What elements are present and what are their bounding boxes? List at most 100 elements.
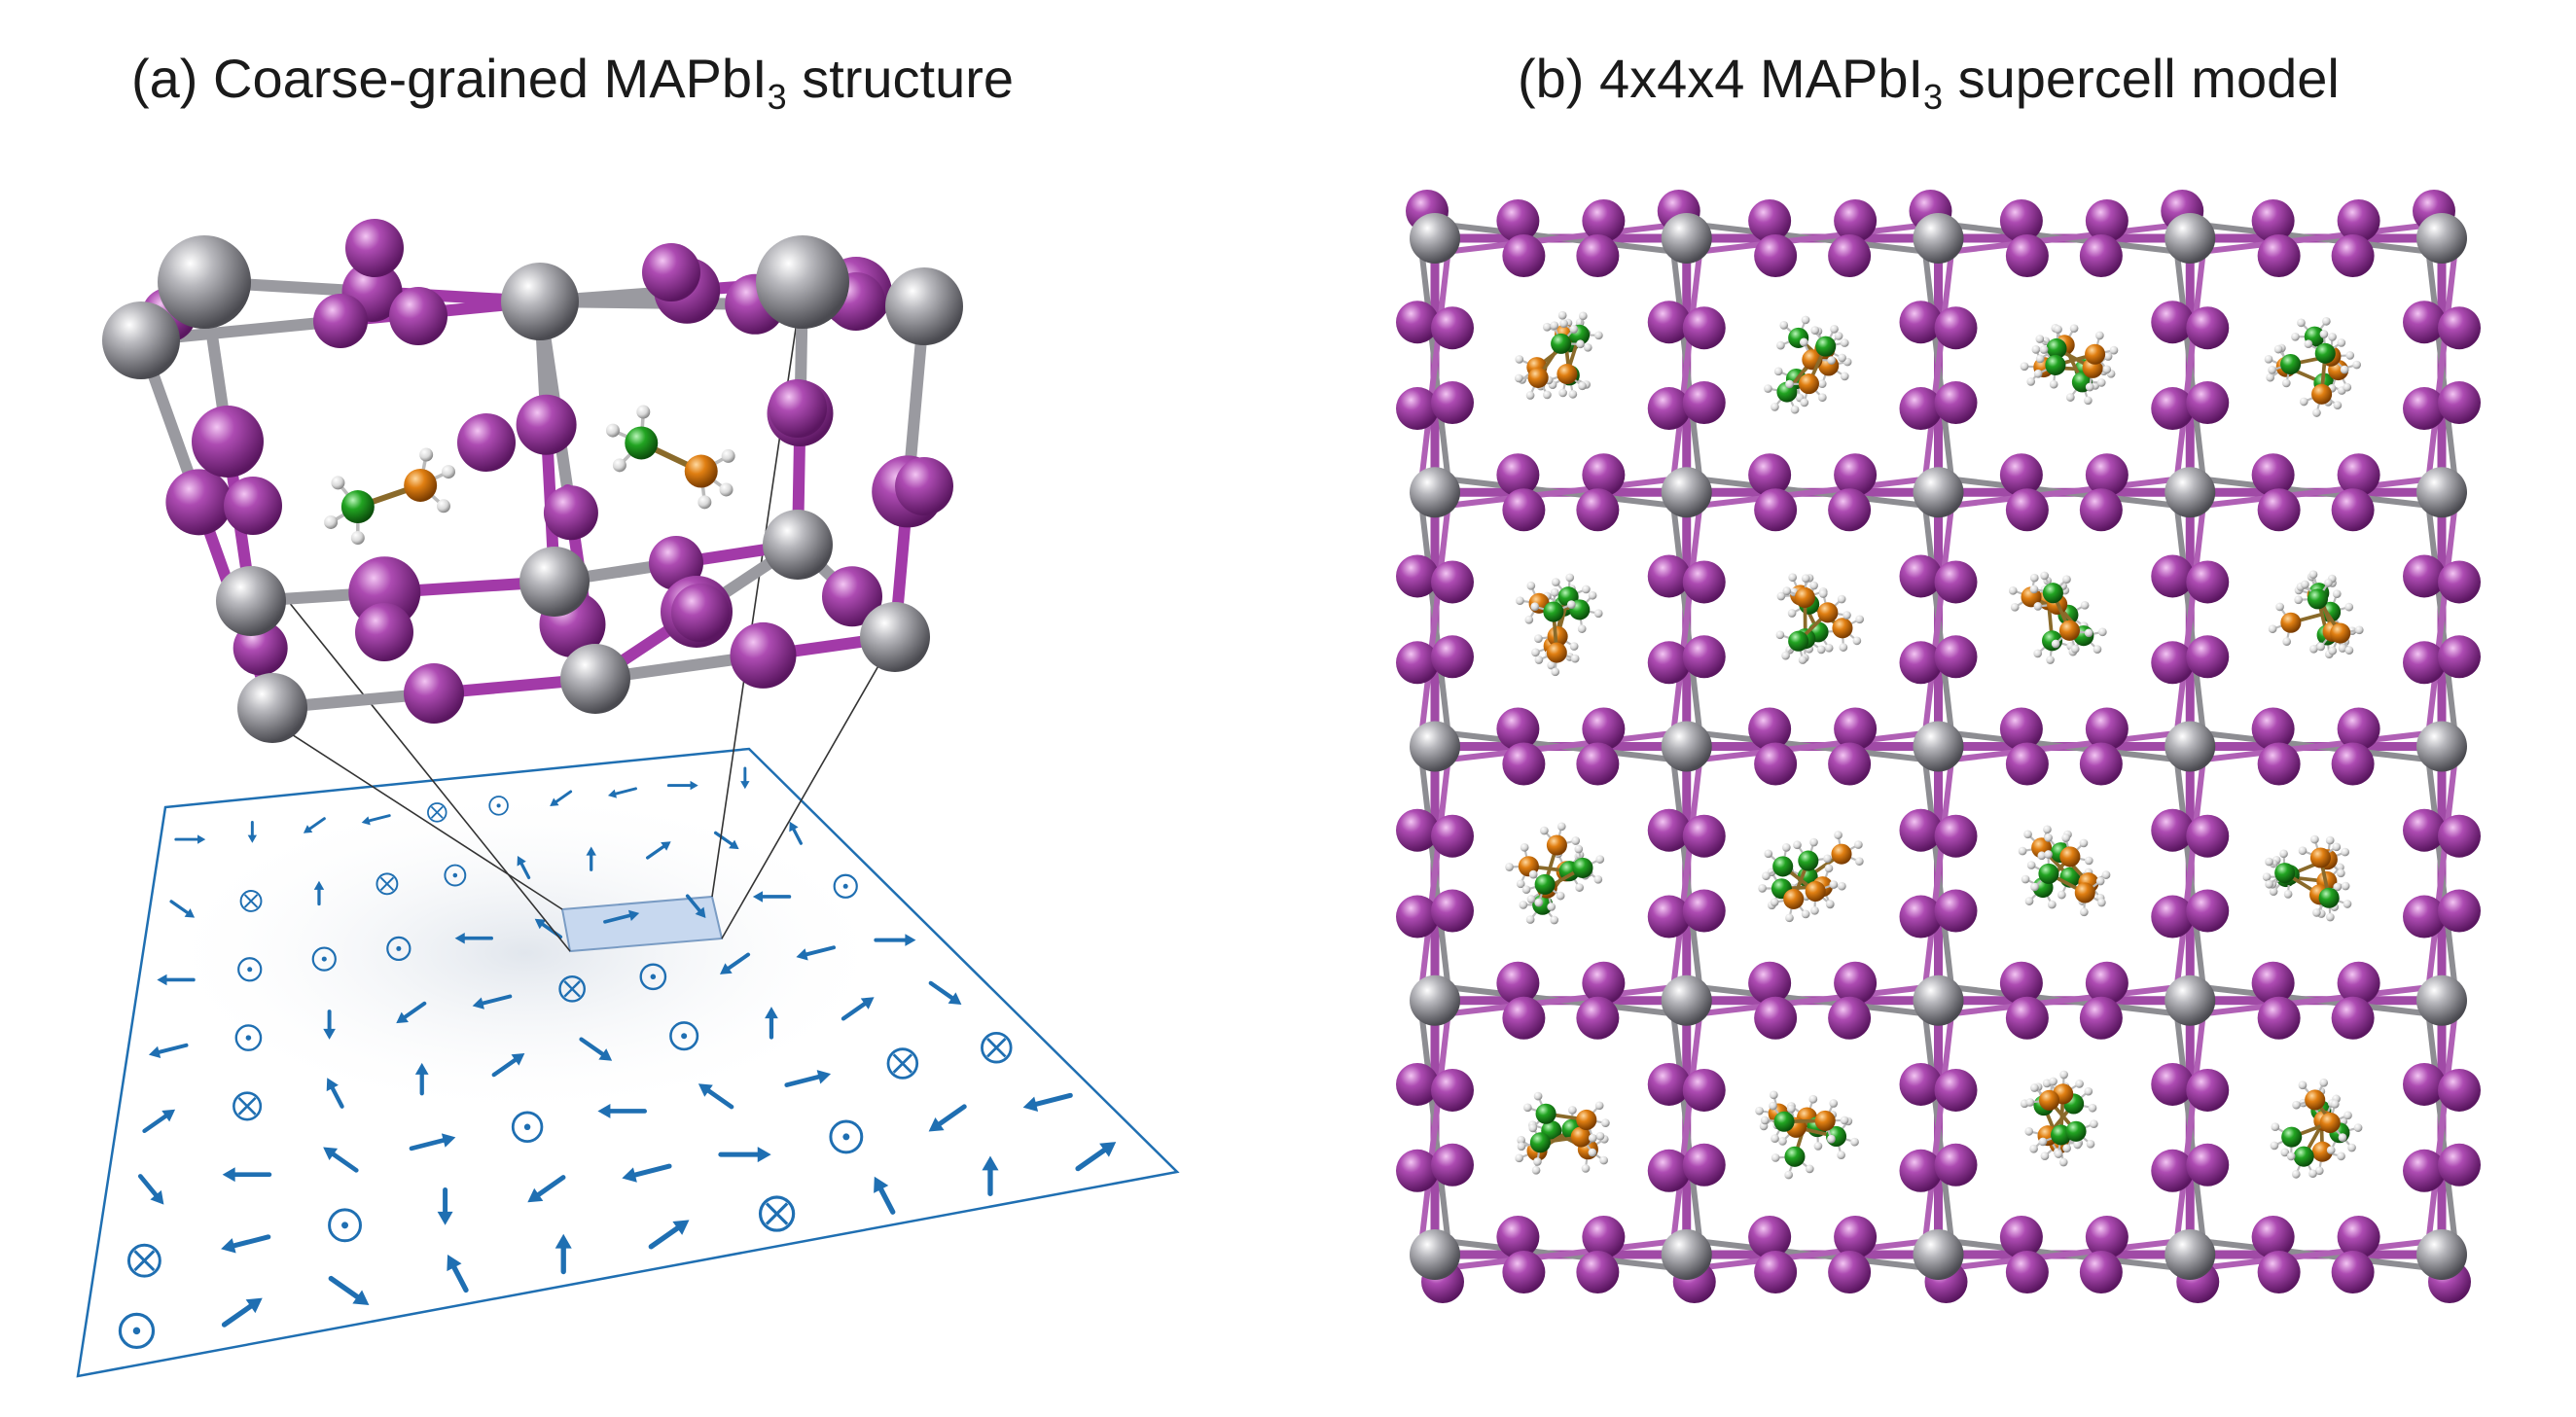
iodine-atom [1576,742,1620,786]
dipole-arrow-head [672,1220,690,1235]
lead-atom [1913,213,1964,264]
hydrogen-atom [2093,645,2102,654]
hydrogen-atom [1505,863,1514,871]
hydrogen-atom [1528,1123,1538,1133]
hydrogen-atom [1593,609,1603,619]
lead-atom [158,235,251,329]
nitrogen-atom [1798,850,1819,871]
hydrogen-atom [2280,1148,2290,1157]
hydrogen-atom [719,482,733,497]
iodine-atom [1682,306,1726,350]
into-page-symbol [243,894,259,908]
lead-atom [860,602,930,672]
hydrogen-atom [1755,1106,1764,1116]
carbon-atom [1805,880,1826,902]
hydrogen-atom [2333,401,2343,409]
hydrogen-atom [2352,360,2362,370]
nitrogen-atom [2280,353,2302,375]
hydrogen-atom [1550,587,1559,597]
hydrogen-atom [1776,591,1786,601]
dipole-arrow-head [1099,1142,1117,1157]
hydrogen-atom [698,495,712,510]
lead-atom [885,267,963,345]
iodine-atom [2337,199,2380,242]
ma-cation-cluster [2268,570,2364,659]
iodine-atom [1431,560,1474,604]
nitrogen-atom [1772,856,1794,877]
nitrogen-atom [625,426,659,460]
hydrogen-atom [1785,913,1794,923]
dipole-arrow-head [148,1045,161,1058]
dipole-arrow [685,894,701,913]
carbon-atom [1570,1126,1592,1148]
bond [1442,729,1680,763]
hydrogen-atom [1764,849,1773,859]
nitrogen-atom [2281,1126,2303,1148]
hydrogen-atom [1568,1106,1577,1115]
carbon-atom [1546,642,1567,663]
iodine-atom [1396,1149,1439,1192]
hydrogen-atom [2275,602,2284,612]
hydrogen-atom [2343,900,2352,908]
iodine-atom [192,406,264,478]
iodine-atom [2337,707,2380,751]
ma-cation-cluster [1505,822,1605,925]
iodine-atom [1999,707,2043,751]
hydrogen-atom [1601,1118,1610,1127]
iodine-atom [2438,1068,2481,1112]
iodine-atom [1502,488,1546,532]
iodine-atom [1934,1143,1978,1187]
nitrogen-atom [2038,863,2059,884]
hydrogen-atom [1834,332,1843,340]
carbon-atom [2305,1089,2326,1111]
nitrogen-atom [2318,887,2340,908]
hydrogen-atom [1838,881,1846,891]
hydrogen-atom [2061,833,2071,842]
iodine-atom [2005,234,2049,277]
hydrogen-atom [2033,369,2043,378]
grid-circle-symbol [758,1195,796,1232]
hydrogen-atom [2298,846,2308,856]
lead-atom [2165,974,2216,1026]
hydrogen-atom [1595,855,1605,864]
hydrogen-atom [1525,391,1535,400]
dipole-arrow-head [352,1290,370,1305]
hydrogen-atom [1855,615,1864,624]
iodine-atom [895,457,953,515]
hydrogen-atom [2079,907,2089,917]
dipole-arrow [784,1074,821,1087]
iodine-atom [1576,996,1620,1040]
dipole-arrow-head [982,1155,999,1171]
dipole-arrow-head [150,1189,164,1205]
hydrogen-atom [1599,1155,1608,1165]
hydrogen-atom [2096,378,2106,387]
iodine-atom [1502,742,1546,786]
hydrogen-atom [1776,340,1785,350]
carbon-atom [1798,373,1819,395]
hydrogen-atom [1524,615,1534,624]
iodine-atom [1834,199,1878,242]
hydrogen-atom [2049,1077,2057,1086]
hydrogen-atom [1840,372,1849,381]
iodine-atom [2151,554,2195,598]
dipole-arrow-head [396,1011,409,1024]
hydrogen-atom [2312,408,2321,417]
bond [1669,245,1703,486]
hydrogen-atom [2325,835,2335,845]
bond [1442,1238,1680,1271]
dipole-arrow-head [550,797,559,806]
iodine-atom [1396,387,1439,431]
iodine-atom [2251,707,2295,751]
dipole-arrow-head [765,1007,778,1019]
carbon-atom [684,454,718,488]
into-page-symbol [892,1053,913,1074]
lead-atom [1661,721,1712,772]
iodine-atom [2403,895,2446,939]
bond [2173,499,2207,740]
hydrogen-atom [2324,579,2333,587]
bond [2173,753,2207,994]
iodine-atom [1431,889,1474,933]
hydrogen-atom [1574,844,1584,854]
hydrogen-atom [2271,1122,2280,1132]
